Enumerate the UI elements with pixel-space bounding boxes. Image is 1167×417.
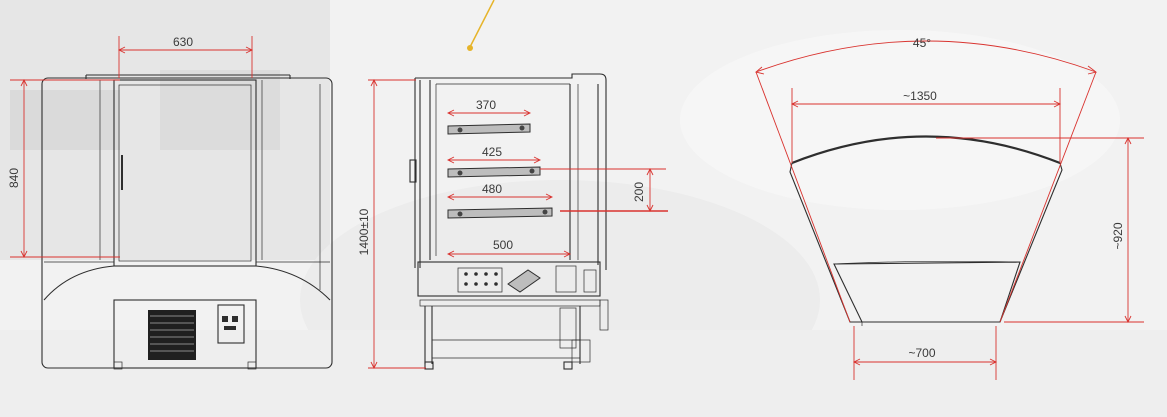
angle-dimension: 45° [755,36,1098,323]
outer-width-label: ~1350 [903,89,937,103]
side-handle [409,159,417,183]
door-glass [118,84,252,262]
width-dimension: 630 [117,35,254,78]
accent-dot [467,45,473,51]
control-panel [217,304,245,344]
shelf-depth-480: 480 [482,182,502,196]
angle-label: 45° [913,36,931,50]
accent-pointer [467,0,495,51]
height-label: 840 [7,168,21,188]
door-frame [113,79,257,267]
side-view: 370 425 480 500 200 [357,73,668,370]
shelf-spacing-dimension: 200 [540,167,668,213]
side-base-unit [417,261,609,370]
height-dimension: 840 [7,78,120,259]
top-view: 45° ~1350 ~920 ~700 [755,36,1144,380]
width-label: 630 [173,35,193,49]
shelf-spacing-label: 200 [632,182,646,202]
overall-height-dimension: 1400±10 [357,78,426,370]
inner-width-dimension: ~700 [852,326,998,380]
side-top-frame [415,73,607,270]
shelf-depth-dimensions: 370 425 480 500 [446,98,572,258]
shelf-depth-370: 370 [476,98,496,112]
overall-height-label: 1400±10 [357,208,371,255]
front-view: 630 840 [7,35,333,370]
shelf-depth-500: 500 [493,238,513,252]
counter-outline [789,136,1063,323]
depth-dimension: ~920 [936,136,1144,324]
inner-width-label: ~700 [908,346,935,360]
outer-width-dimension: ~1350 [790,88,1062,163]
shelf-depth-425: 425 [482,145,502,159]
depth-label: ~920 [1111,222,1125,249]
ventilation-grille [148,310,196,360]
shelves [447,123,553,219]
compressor-housing [113,299,257,369]
